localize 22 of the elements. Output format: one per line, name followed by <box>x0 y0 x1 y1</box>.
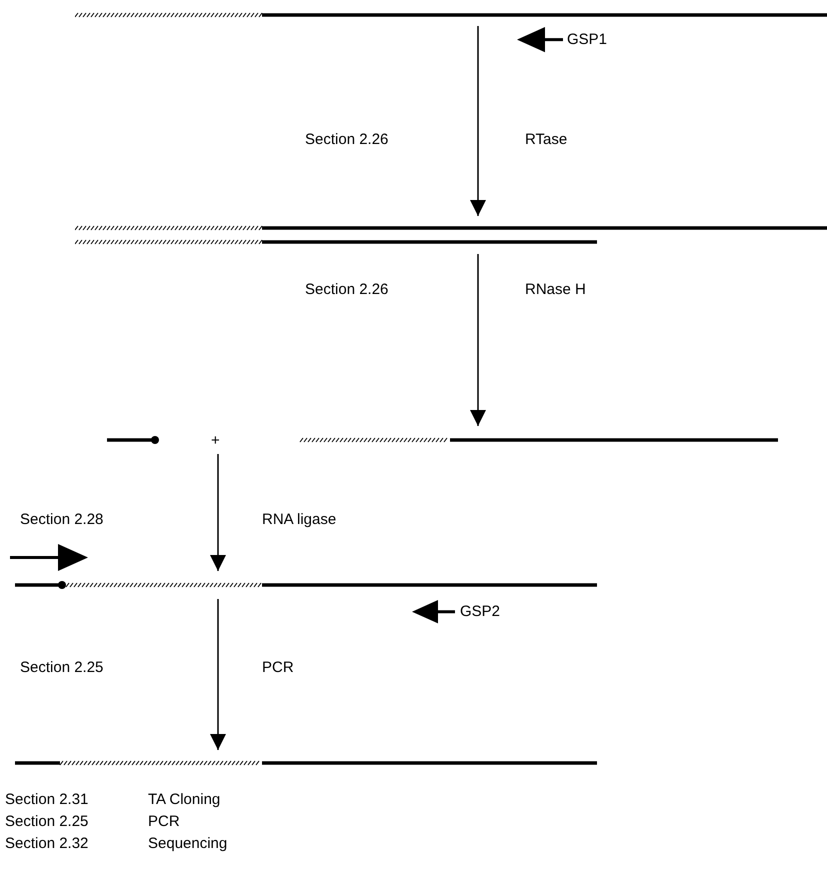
step-label: Section 2.26 <box>305 131 388 149</box>
step-label: Section 2.28 <box>20 511 104 529</box>
step-label: GSP1 <box>567 31 608 49</box>
step-label: Section 2.25 <box>5 813 88 831</box>
step-label: Section 2.26 <box>305 281 388 299</box>
arrow <box>210 454 226 571</box>
step-label: PCR <box>148 813 180 831</box>
step-label: + <box>211 432 220 450</box>
step-label: RTase <box>525 131 568 149</box>
nucleic-acid-strand-drawing <box>75 10 827 20</box>
step-label: Sequencing <box>148 835 228 853</box>
step-label: Section 2.32 <box>5 835 88 853</box>
step-label: PCR <box>262 659 294 677</box>
step-label: RNase H <box>525 281 586 299</box>
step-label: Section 2.25 <box>20 659 104 677</box>
step-label: Section 2.31 <box>5 791 88 809</box>
arrow <box>210 599 226 750</box>
step-label: GSP2 <box>460 603 500 621</box>
step-label: RNA ligase <box>262 511 336 529</box>
arrow <box>470 254 486 426</box>
step-label: TA Cloning <box>148 791 220 809</box>
arrow <box>470 26 486 216</box>
